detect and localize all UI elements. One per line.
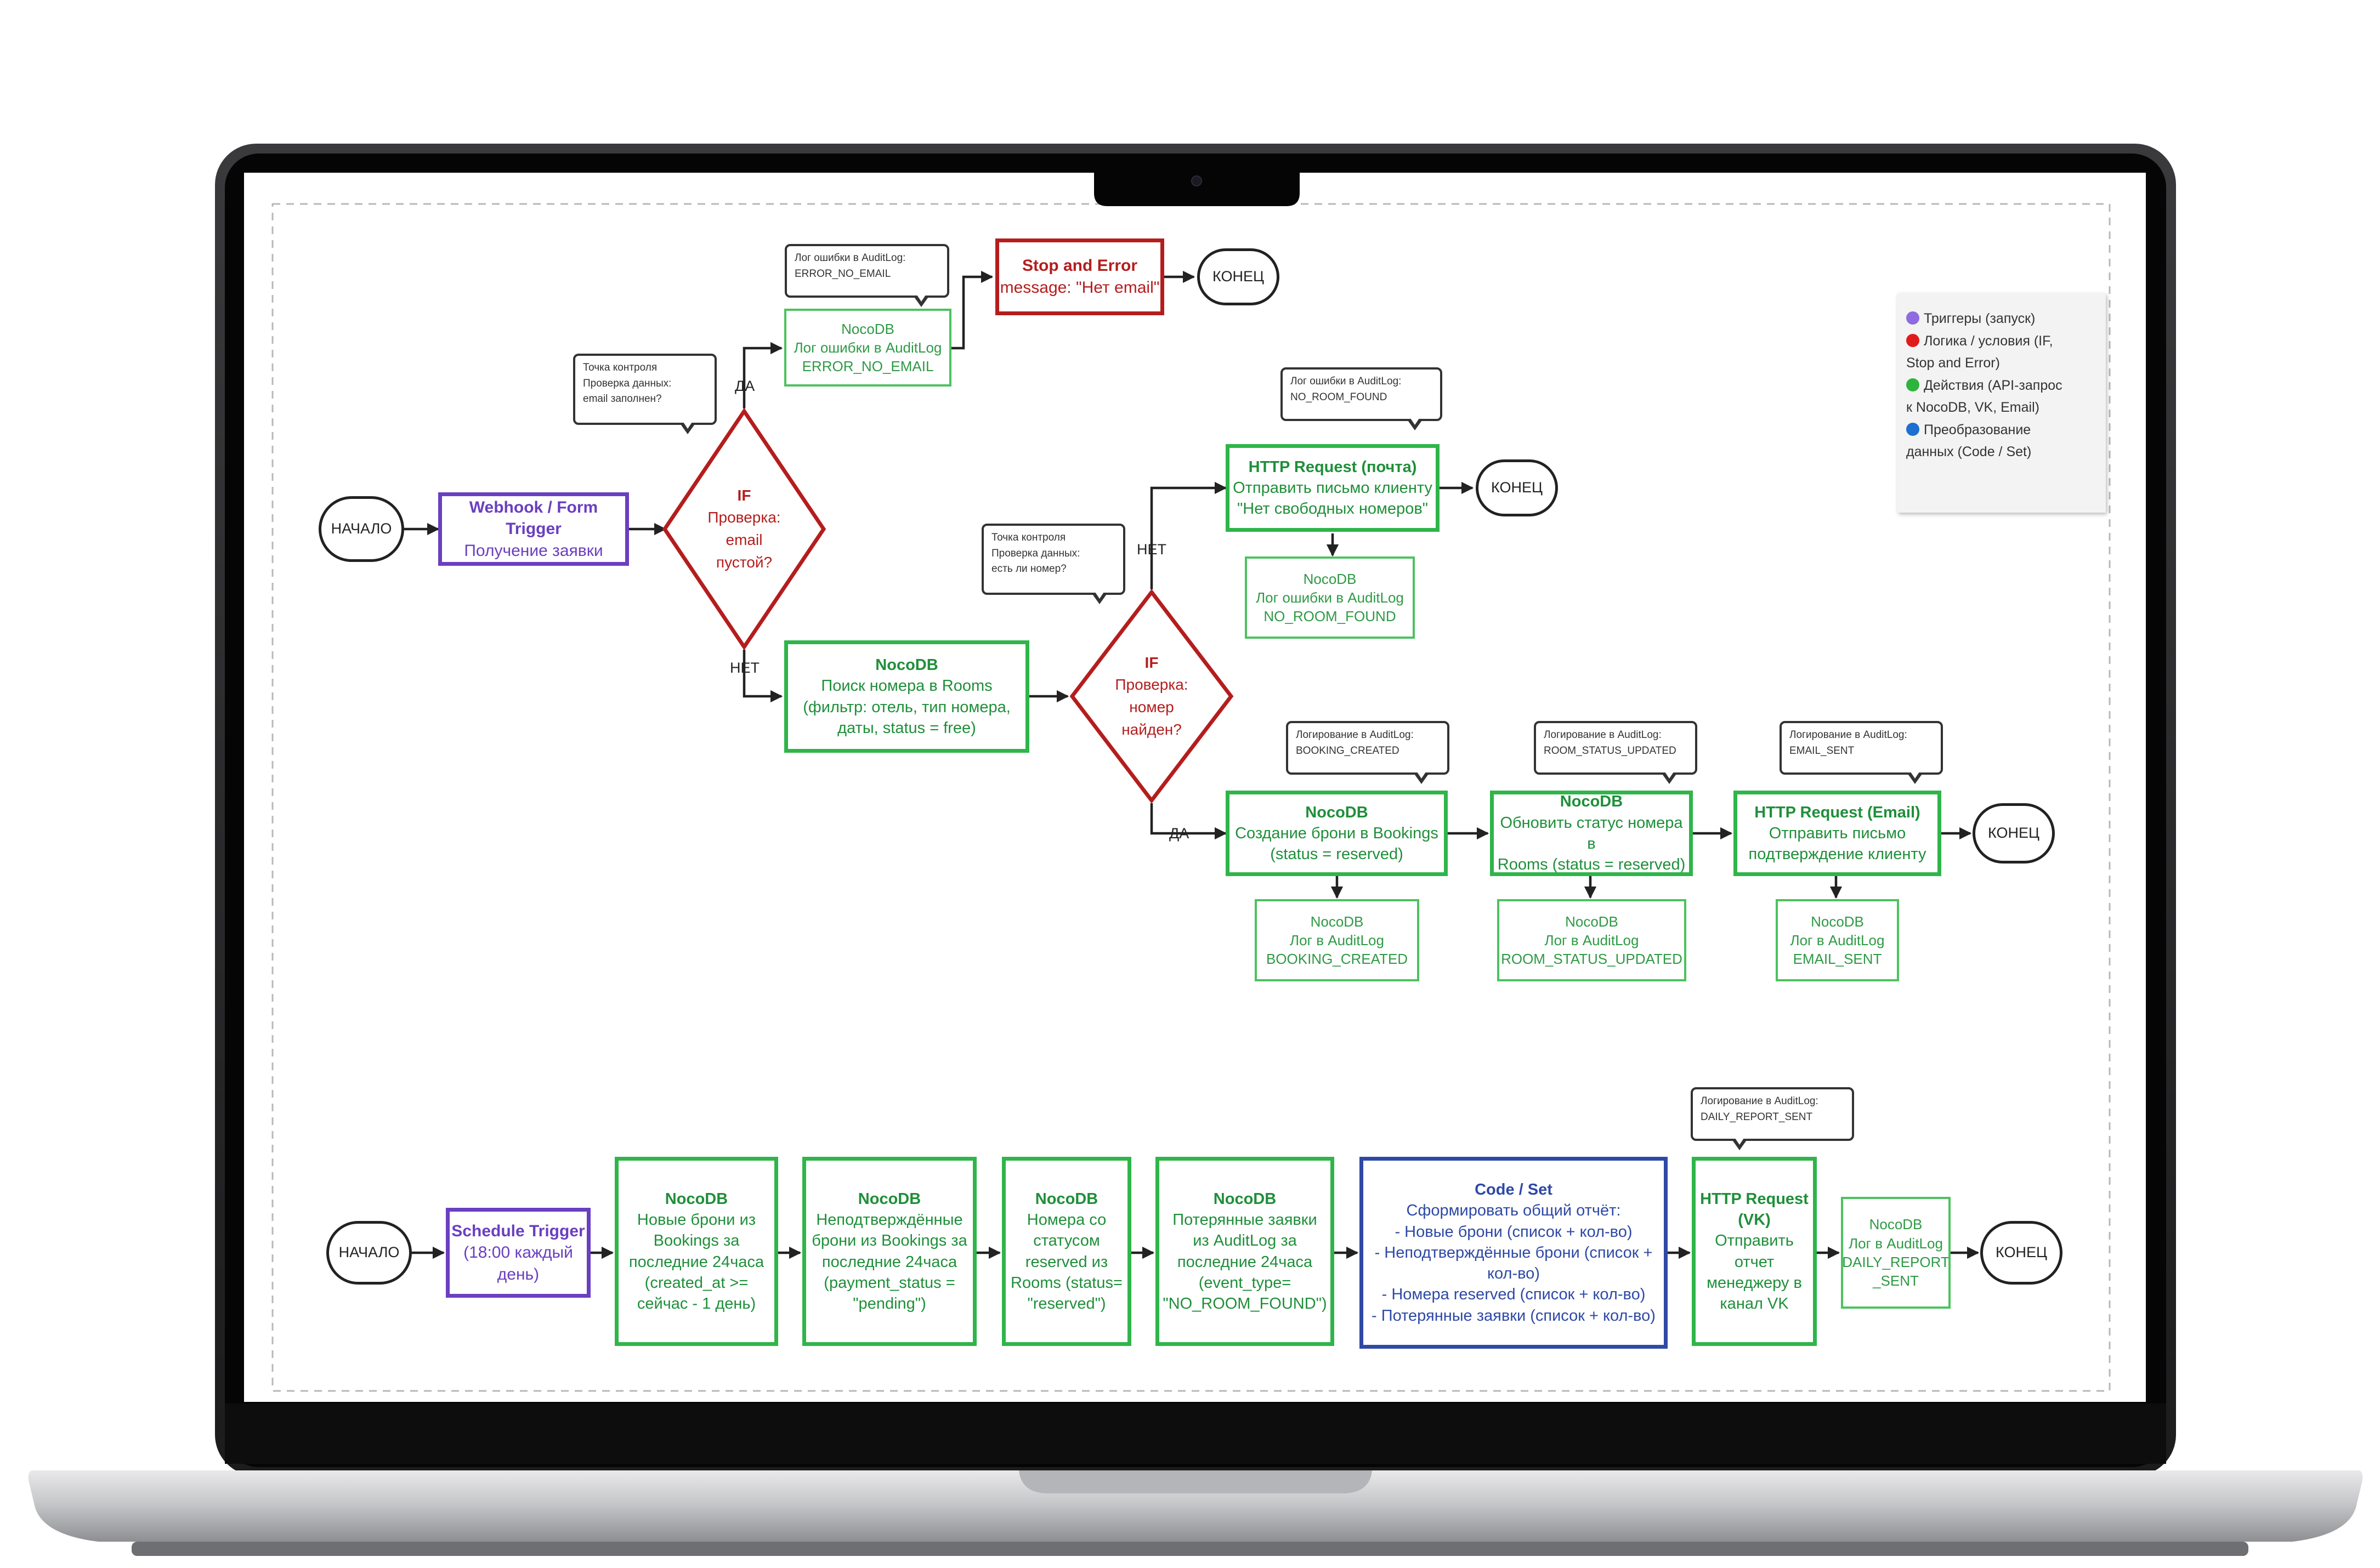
http-request-vk-node: HTTP Request (VK) Отправить отчет менедж…: [1692, 1157, 1817, 1346]
legend-item-triggers: Триггеры (запуск): [1906, 308, 2097, 330]
nocodb-search-room-node: NocoDB Поиск номера в Rooms (фильтр: оте…: [784, 640, 1029, 753]
callout-daily-report-sent: Логирование в AuditLog: DAILY_REPORT_SEN…: [1691, 1087, 1854, 1150]
laptop-notch-groove: [1019, 1470, 1372, 1493]
callout-room-status-updated: Логирование в AuditLog: ROOM_STATUS_UPDA…: [1534, 721, 1697, 784]
nocodb-create-booking-node: NocoDB Создание брони в Bookings (status…: [1226, 791, 1448, 876]
edge-ifroom-yes: [1150, 803, 1227, 840]
if-room-text: IF Проверка: номер найден?: [1115, 654, 1188, 738]
edge-label-no-1: НЕТ: [730, 660, 760, 676]
laptop-base: [28, 1470, 2363, 1542]
callout-email-sent: Логирование в AuditLog: EMAIL_SENT: [1780, 721, 1943, 784]
end-node-2: КОНЕЦ: [1476, 459, 1558, 516]
start-node-2: НАЧАЛО: [326, 1221, 412, 1285]
edge-label-yes-2: ДА: [1169, 825, 1189, 842]
end-node-4: КОНЕЦ: [1980, 1221, 2062, 1285]
nocodb-unconfirmed-bookings-node: NocoDB Неподтверждённые брони из Booking…: [802, 1157, 977, 1346]
edge-ifroom-no: [1150, 481, 1227, 589]
laptop-chin: [225, 1404, 2166, 1464]
transform-dot-icon: [1906, 422, 1919, 436]
nocodb-log-room-status-node: NocoDB Лог в AuditLog ROOM_STATUS_UPDATE…: [1497, 899, 1686, 981]
callout-no-room-found: Лог ошибки в AuditLog: NO_ROOM_FOUND: [1280, 367, 1442, 430]
callout-booking-created: Логирование в AuditLog: BOOKING_CREATED: [1286, 721, 1449, 784]
edge-label-no-2: НЕТ: [1137, 541, 1166, 558]
webhook-subtitle: Получение заявки: [464, 541, 603, 560]
trigger-dot-icon: [1906, 311, 1919, 325]
laptop-screen: Триггеры (запуск) Логика / условия (IF,S…: [244, 173, 2146, 1402]
camera-icon: [1191, 175, 1202, 186]
legend: Триггеры (запуск) Логика / условия (IF,S…: [1897, 293, 2106, 513]
nocodb-log-daily-report-node: NocoDB Лог в AuditLog DAILY_REPORT _SENT: [1841, 1197, 1951, 1309]
end-node-3: КОНЕЦ: [1973, 803, 2055, 863]
nocodb-log-booking-node: NocoDB Лог в AuditLog BOOKING_CREATED: [1255, 899, 1419, 981]
stop-and-error-node: Stop and Error message: "Нет email": [995, 238, 1164, 315]
code-set-node: Code / Set Сформировать общий отчёт: - Н…: [1359, 1157, 1668, 1349]
nocodb-reserved-rooms-node: NocoDB Номера со статусом reserved из Ro…: [1002, 1157, 1131, 1346]
legend-item-logic: Логика / условия (IF,Stop and Error): [1906, 333, 2053, 371]
edge-label-yes-1: ДА: [735, 378, 755, 394]
edge-if-yes: [743, 342, 783, 408]
edge-error-stop: [951, 270, 994, 350]
schedule-trigger-node: Schedule Trigger (18:00 каждый день): [446, 1208, 591, 1298]
start-node: НАЧАЛО: [319, 496, 404, 562]
nocodb-lost-requests-node: NocoDB Потерянные заявки из AuditLog за …: [1155, 1157, 1334, 1346]
webhook-trigger-node: Webhook / Form Trigger Получение заявки: [438, 492, 629, 566]
end-node-1: КОНЕЦ: [1197, 248, 1279, 305]
edge-if-no: [743, 650, 783, 703]
nocodb-new-bookings-node: NocoDB Новые брони из Bookings за послед…: [615, 1157, 778, 1346]
nocodb-error-log-node: NocoDB Лог ошибки в AuditLog ERROR_NO_EM…: [784, 309, 951, 387]
if-room-diamond: [1069, 589, 1234, 804]
http-request-mail-node: HTTP Request (почта) Отправить письмо кл…: [1226, 444, 1440, 532]
nocodb-log-email-node: NocoDB Лог в AuditLog EMAIL_SENT: [1776, 899, 1899, 981]
nocodb-update-room-node: NocoDB Обновить статус номера в Rooms (s…: [1490, 791, 1693, 876]
callout-error-no-email: Лог ошибки в AuditLog: ERROR_NO_EMAIL: [785, 244, 949, 307]
action-dot-icon: [1906, 378, 1919, 391]
connectors: [404, 270, 1980, 1259]
nocodb-no-room-log-node: NocoDB Лог ошибки в AuditLog NO_ROOM_FOU…: [1245, 556, 1415, 639]
flowchart: [271, 203, 2111, 1392]
http-request-email-node: HTTP Request (Email) Отправить письмо по…: [1733, 791, 1941, 876]
callout-check-email: Точка контроля Проверка данных: email за…: [573, 354, 717, 434]
if-email-text: IF Проверка: email пустой?: [707, 486, 781, 571]
laptop-base-shadow: [132, 1542, 2248, 1556]
logic-dot-icon: [1906, 333, 1919, 347]
webhook-title: Webhook / Form Trigger: [469, 498, 598, 538]
if-email-diamond: [662, 407, 826, 651]
callout-check-room: Точка контроля Проверка данных: есть ли …: [982, 524, 1125, 604]
camera-notch: [1094, 171, 1300, 206]
